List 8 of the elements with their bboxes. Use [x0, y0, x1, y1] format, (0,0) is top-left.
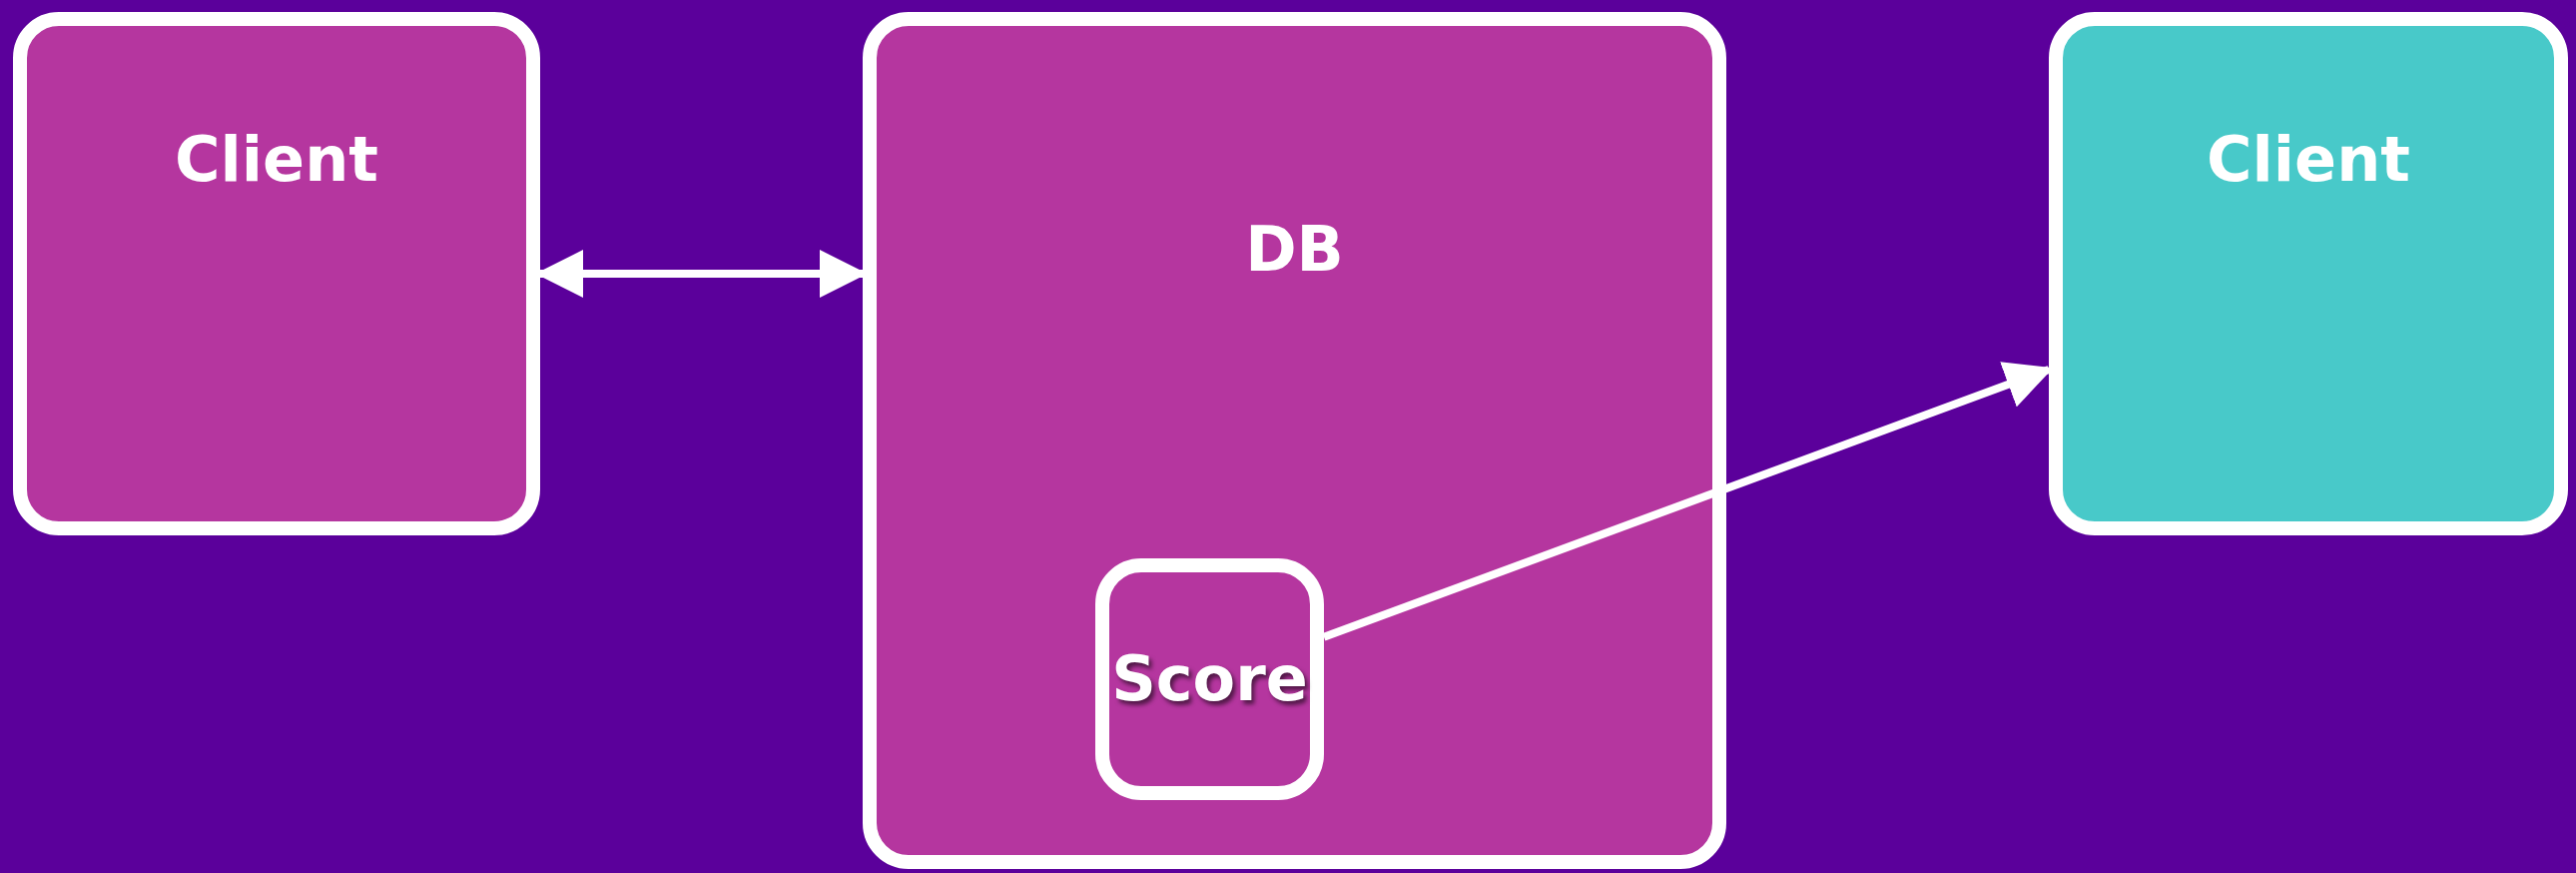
rounded-box [13, 12, 540, 535]
node-label: Client [2207, 126, 2410, 195]
node-label: DB [1245, 216, 1344, 285]
rounded-box [1095, 558, 1324, 800]
node-label: Client [175, 126, 378, 195]
rounded-box [863, 12, 1726, 869]
node-label: Score [1111, 644, 1308, 714]
rounded-box [2049, 12, 2568, 535]
